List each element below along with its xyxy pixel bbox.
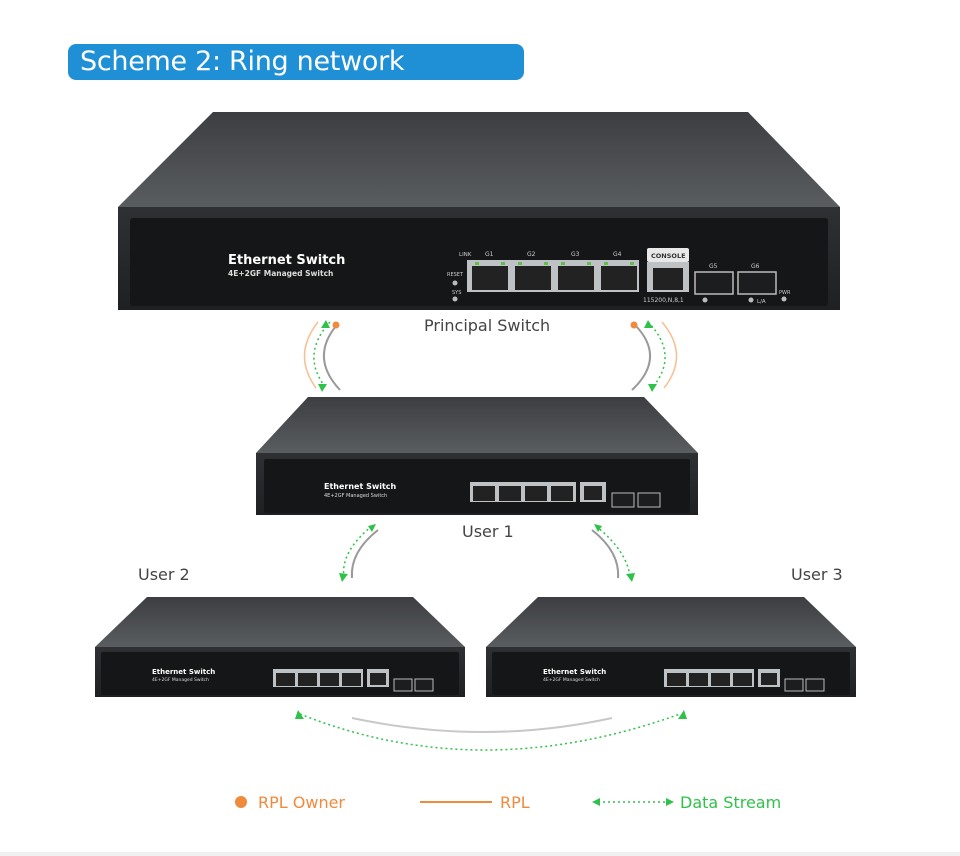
pwr-label: PWR — [779, 290, 791, 296]
port-label-g2: G2 — [527, 251, 536, 258]
user2-label: User 2 — [138, 565, 190, 584]
port-label-g1: G1 — [485, 251, 494, 258]
port-label-g3: G3 — [571, 251, 580, 258]
console-label: CONSOLE — [651, 252, 686, 260]
rpl-owner-legend-marker — [235, 796, 247, 808]
sys-label: SYS — [452, 290, 461, 296]
legend-rpl-owner: RPL Owner — [258, 793, 345, 812]
ring-link-left-top — [303, 320, 341, 392]
la-label: L/A — [757, 299, 766, 305]
switch-name: Ethernet Switch — [324, 482, 397, 491]
switch-model: 4E+2GF Managed Switch — [228, 269, 333, 278]
switch-model: 4E+2GF Managed Switch — [152, 677, 209, 683]
user3-label: User 3 — [791, 565, 843, 584]
switch-name: Ethernet Switch — [152, 668, 215, 676]
sfp-label-g6: G6 — [751, 263, 760, 270]
switch-model: 4E+2GF Managed Switch — [543, 677, 600, 683]
user1-switch: Ethernet Switch 4E+2GF Managed Switch — [256, 397, 698, 515]
ring-link-right-top — [630, 320, 678, 392]
rpl-owner-marker — [332, 321, 340, 329]
switch-name: Ethernet Switch — [543, 668, 606, 676]
bottom-divider — [0, 852, 960, 856]
port-label-g4: G4 — [613, 251, 622, 258]
sfp-label-g5: G5 — [709, 263, 718, 270]
link-label: LINK — [459, 252, 472, 258]
rpl-owner-marker — [630, 321, 638, 329]
legend: RPL Owner RPL Data Stream — [235, 793, 781, 812]
user3-switch: Ethernet Switch 4E+2GF Managed Switch — [486, 597, 856, 697]
baud-label: 115200,N,8,1 — [643, 297, 684, 304]
user2-switch: Ethernet Switch 4E+2GF Managed Switch — [95, 597, 465, 697]
switch-name: Ethernet Switch — [228, 253, 345, 268]
ring-link-user2-user3 — [295, 710, 687, 751]
principal-switch: Ethernet Switch 4E+2GF Managed Switch LI… — [118, 112, 840, 310]
ring-link-user1-user2 — [339, 524, 379, 582]
user1-label: User 1 — [462, 522, 514, 541]
page-title: Scheme 2: Ring network application — [68, 44, 524, 113]
ring-link-user1-user3 — [591, 524, 635, 582]
principal-switch-label: Principal Switch — [424, 316, 551, 335]
legend-rpl: RPL — [500, 793, 530, 812]
reset-label: RESET — [447, 272, 464, 278]
legend-data-stream: Data Stream — [680, 793, 781, 812]
switch-model: 4E+2GF Managed Switch — [324, 493, 387, 499]
